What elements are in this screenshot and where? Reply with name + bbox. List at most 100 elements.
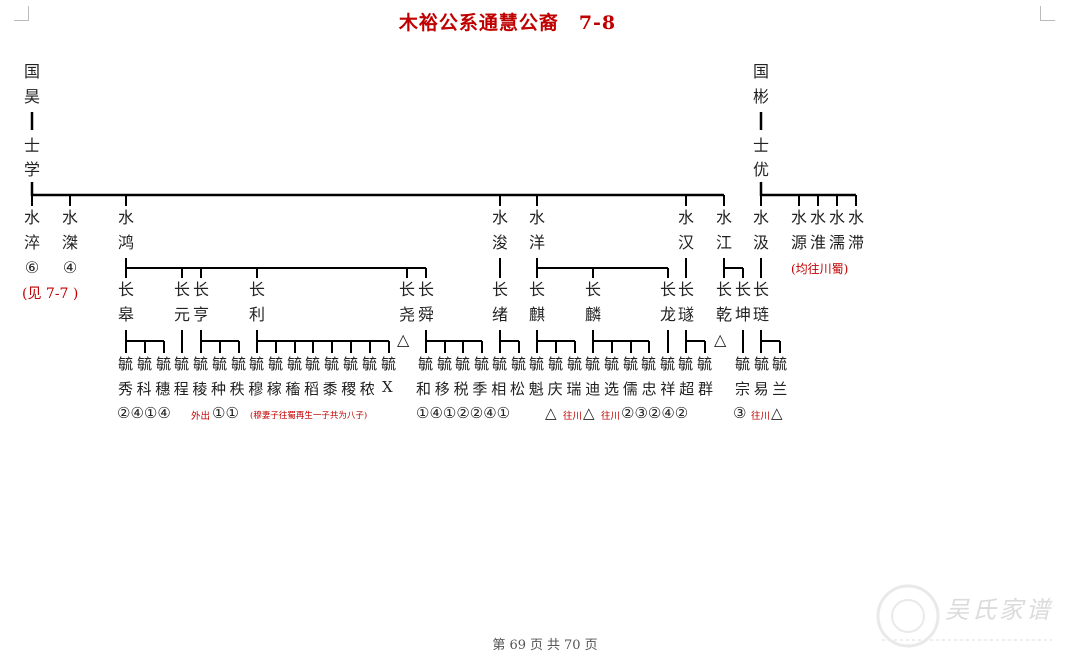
yu-glyph-27: 毓	[640, 355, 656, 373]
chang-name-6: 绪	[491, 305, 508, 324]
watermark-seal-icon	[876, 584, 1052, 648]
shui-name-8: 源	[790, 233, 807, 252]
chang-char-3: 长	[248, 280, 265, 299]
shui-char-9: 水	[809, 208, 826, 227]
gen-row-a-extra: X	[382, 378, 393, 396]
nums-c-tri: △	[771, 404, 783, 422]
shui-char-0: 水	[23, 208, 40, 227]
root-right-gen-1: 士	[752, 136, 769, 155]
footer-page-word: 页	[529, 638, 543, 653]
crop-mark-top-left	[14, 6, 29, 21]
yu-glyph-13: 毓	[361, 355, 377, 373]
nums-a-note: (穆妻子往蜀再生一子共为八子)	[250, 411, 368, 421]
chang-name-9: 龙	[659, 305, 676, 324]
yu-glyph-32: 毓	[753, 355, 769, 373]
chang-char-8: 长	[584, 280, 601, 299]
shui-name-10: 濡	[828, 233, 845, 252]
nums-b2: ②③②④②	[621, 404, 689, 422]
yu-glyph-31: 毓	[734, 355, 750, 373]
chang-name-11: 乾	[715, 305, 732, 324]
chang-char-11: 长	[715, 280, 732, 299]
chang-name-3: 利	[248, 305, 265, 324]
yu-glyph-21: 毓	[528, 355, 544, 373]
yu-glyph-6: 毓	[230, 355, 246, 373]
chang-name-10: 璲	[677, 305, 694, 324]
nums-a-out: 外出	[191, 411, 211, 422]
yu-glyph-7: 毓	[248, 355, 264, 373]
chang-name-0: 皋	[117, 305, 134, 324]
shui-name-9: 淮	[809, 233, 826, 252]
yu-glyph-15: 毓	[417, 355, 433, 373]
shui-char-11: 水	[847, 208, 864, 227]
yu-glyph-25: 毓	[603, 355, 619, 373]
yu-glyph-4: 毓	[192, 355, 208, 373]
triangle-mark-2: △	[714, 330, 727, 349]
nums-b-to1: 往川	[563, 411, 583, 422]
page-title: 木裕公系通慧公裔 7-8	[398, 12, 617, 34]
watermark-text: 吴氏家谱	[945, 596, 1053, 624]
nums-b-tri1: △	[545, 404, 557, 422]
yu-glyph-19: 毓	[491, 355, 507, 373]
root-left-name-2: 昊	[23, 87, 40, 106]
footer-page-number: 69	[509, 638, 526, 653]
shui-name-6: 江	[715, 233, 732, 252]
triangle-mark-1: △	[397, 330, 410, 349]
root-right-name-2: 彬	[752, 87, 769, 106]
root-left-gen-1: 士	[23, 136, 40, 155]
yu-glyph-11: 毓	[323, 355, 339, 373]
gen-row-c-names: 宗易兰	[735, 380, 791, 398]
yu-glyph-24: 毓	[584, 355, 600, 373]
nums-b-to2: 往川	[601, 411, 621, 422]
yu-glyph-26: 毓	[622, 355, 638, 373]
nums-a1: ②④①④	[117, 404, 171, 422]
yu-glyph-5: 毓	[211, 355, 227, 373]
gen-row-b-names: 和移税季相松魁庆瑞迪选儒忠祥超群	[416, 380, 717, 398]
chang-name-2: 亨	[192, 305, 209, 324]
footer-prefix: 第	[492, 638, 506, 653]
yu-glyph-12: 毓	[342, 355, 358, 373]
root-left-name-1: 国	[23, 62, 40, 81]
root-right-name-1: 国	[752, 62, 769, 81]
chang-char-1: 长	[173, 280, 190, 299]
yu-glyph-8: 毓	[267, 355, 283, 373]
chang-name-13: 琏	[752, 305, 769, 324]
yu-glyph-0: 毓	[117, 355, 133, 373]
shui-name-2: 鸿	[117, 233, 134, 252]
yu-glyph-28: 毓	[659, 355, 675, 373]
gen-row-a-names: 秀科穗程稜种秩穆稼稸稻黍稷秾	[118, 380, 379, 398]
chang-char-5: 长	[417, 280, 434, 299]
shui-char-6: 水	[715, 208, 732, 227]
chang-char-6: 长	[491, 280, 508, 299]
yu-glyph-1: 毓	[136, 355, 152, 373]
shui-name-4: 洋	[528, 233, 545, 252]
yu-glyph-14: 毓	[380, 355, 396, 373]
shui-name-3: 浚	[491, 233, 508, 252]
footer-suffix: 页	[584, 638, 598, 653]
shui-char-5: 水	[677, 208, 694, 227]
yu-glyph-22: 毓	[547, 355, 563, 373]
chang-name-8: 麟	[584, 305, 601, 324]
yu-glyph-18: 毓	[473, 355, 489, 373]
chang-name-12: 坤	[734, 305, 751, 324]
chang-char-2: 长	[192, 280, 209, 299]
yu-glyph-10: 毓	[304, 355, 320, 373]
nums-b-tri2: △	[583, 404, 595, 422]
chang-char-10: 长	[677, 280, 694, 299]
footer-total-pages: 70	[564, 638, 581, 653]
shui-char-2: 水	[117, 208, 134, 227]
nums-b1: ①④①②②④①	[416, 404, 511, 422]
root-right-gen-2: 优	[752, 160, 769, 179]
shui-note-0: ⑥	[24, 258, 40, 277]
shui-char-1: 水	[61, 208, 78, 227]
chang-name-1: 元	[173, 305, 190, 324]
shui-note-1: ④	[62, 258, 78, 277]
shui-name-0: 淬	[23, 233, 40, 252]
yu-glyph-20: 毓	[510, 355, 526, 373]
yu-glyph-3: 毓	[173, 355, 189, 373]
shui-char-10: 水	[828, 208, 845, 227]
see-reference-note: (见 7-7 )	[22, 286, 79, 302]
nums-a2: ①①	[212, 404, 239, 422]
